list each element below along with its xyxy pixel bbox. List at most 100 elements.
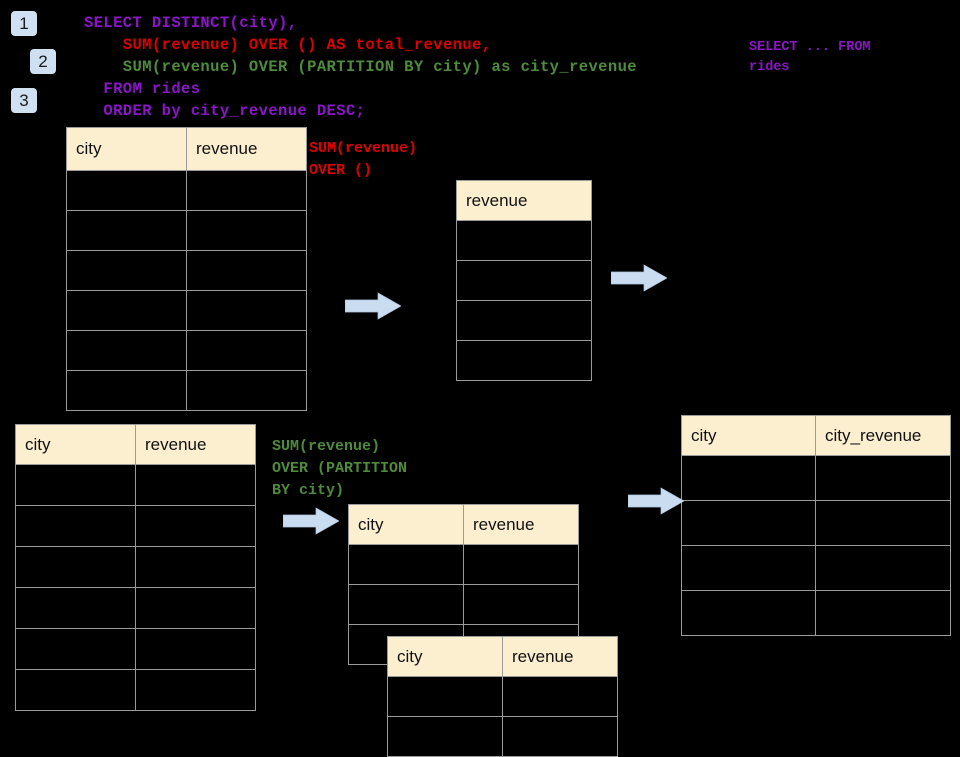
column-header-revenue: revenue bbox=[502, 636, 618, 677]
column-header-city_revenue: city_revenue bbox=[815, 415, 951, 456]
table-cell bbox=[15, 669, 136, 711]
column-header-city: city bbox=[387, 636, 503, 677]
table-cell bbox=[456, 300, 592, 341]
table-cell bbox=[66, 370, 187, 411]
table-cell bbox=[815, 590, 951, 636]
table-row bbox=[66, 210, 307, 251]
table-cell bbox=[815, 545, 951, 591]
table-cell bbox=[681, 545, 816, 591]
table-row bbox=[15, 546, 256, 588]
table-cell bbox=[186, 290, 307, 331]
table-cell bbox=[348, 544, 464, 585]
column-header-revenue: revenue bbox=[135, 424, 256, 465]
table-row bbox=[456, 340, 592, 381]
table-row bbox=[387, 716, 618, 757]
table-row bbox=[15, 669, 256, 711]
table-cell bbox=[66, 290, 187, 331]
table-cell bbox=[135, 587, 256, 629]
table-cell bbox=[387, 676, 503, 717]
column-header-revenue: revenue bbox=[186, 127, 307, 171]
step-badge-2: 2 bbox=[30, 49, 56, 74]
table-header-row: revenue bbox=[456, 180, 592, 221]
table-cell bbox=[463, 544, 579, 585]
table-cell bbox=[681, 500, 816, 546]
step-badge-3-label: 3 bbox=[19, 91, 29, 110]
sql-line-5: ORDER by city_revenue DESC; bbox=[84, 102, 366, 120]
sql-line-1: SELECT DISTINCT(city), bbox=[84, 14, 298, 32]
table-cell bbox=[186, 250, 307, 291]
table-cell bbox=[348, 584, 464, 625]
table-cell bbox=[463, 584, 579, 625]
table-cell bbox=[15, 628, 136, 670]
table-cell bbox=[186, 330, 307, 371]
sql-line-3: SUM(revenue) OVER (PARTITION BY city) as… bbox=[84, 58, 637, 76]
step-badge-1: 1 bbox=[11, 11, 37, 36]
column-header-revenue: revenue bbox=[463, 504, 579, 545]
table-cell bbox=[66, 250, 187, 291]
annotation-select-from: SELECT ... FROM rides bbox=[749, 40, 871, 75]
annotation-sum-over-empty: SUM(revenue) OVER () bbox=[309, 140, 418, 179]
table-cell bbox=[681, 455, 816, 501]
table-cell bbox=[681, 590, 816, 636]
table-cell bbox=[15, 505, 136, 547]
table-cell bbox=[456, 340, 592, 381]
table-row bbox=[66, 170, 307, 211]
table-cell bbox=[66, 170, 187, 211]
table-cell bbox=[456, 260, 592, 301]
column-header-city: city bbox=[15, 424, 136, 465]
table-cell bbox=[186, 170, 307, 211]
arrow-right-icon-rides-to-total bbox=[344, 291, 402, 321]
table-cell bbox=[135, 505, 256, 547]
table-row bbox=[681, 545, 951, 591]
table-row bbox=[15, 505, 256, 547]
annotation-sum-over-partition: SUM(revenue) OVER (PARTITION BY city) bbox=[272, 438, 408, 499]
column-header-city: city bbox=[681, 415, 816, 456]
table-row bbox=[681, 455, 951, 501]
arrow-right-icon-rides-to-partition bbox=[282, 506, 340, 536]
table-row bbox=[348, 544, 579, 585]
table-cell bbox=[135, 464, 256, 506]
table-cell bbox=[186, 370, 307, 411]
table-cell bbox=[502, 716, 618, 757]
table-cell bbox=[135, 669, 256, 711]
diagram-canvas: SELECT DISTINCT(city), SUM(revenue) OVER… bbox=[11, 11, 951, 757]
column-header-revenue: revenue bbox=[456, 180, 592, 221]
table-cell bbox=[15, 587, 136, 629]
table-row bbox=[456, 220, 592, 261]
step-badge-2-label: 2 bbox=[38, 52, 48, 71]
table-row bbox=[681, 500, 951, 546]
table-total-revenue: revenue bbox=[456, 180, 592, 381]
table-row bbox=[456, 300, 592, 341]
arrow-right-icon-total-to-result bbox=[610, 263, 668, 293]
arrow-right-icon-partition-to-result bbox=[627, 486, 685, 516]
table-cell bbox=[15, 546, 136, 588]
table-row bbox=[15, 628, 256, 670]
table-row bbox=[15, 587, 256, 629]
table-cell bbox=[502, 676, 618, 717]
step-badge-1-label: 1 bbox=[19, 14, 29, 33]
column-header-city: city bbox=[66, 127, 187, 171]
table-cell bbox=[815, 455, 951, 501]
column-header-city: city bbox=[348, 504, 464, 545]
table-cell bbox=[815, 500, 951, 546]
table-row bbox=[681, 590, 951, 636]
table-cell bbox=[186, 210, 307, 251]
table-cell bbox=[387, 716, 503, 757]
table-row bbox=[66, 250, 307, 291]
table-cell bbox=[66, 210, 187, 251]
table-row bbox=[456, 260, 592, 301]
sql-query-block: SELECT DISTINCT(city), SUM(revenue) OVER… bbox=[84, 12, 637, 122]
table-row bbox=[348, 584, 579, 625]
table-row bbox=[15, 464, 256, 506]
table-cell bbox=[66, 330, 187, 371]
table-cell bbox=[15, 464, 136, 506]
